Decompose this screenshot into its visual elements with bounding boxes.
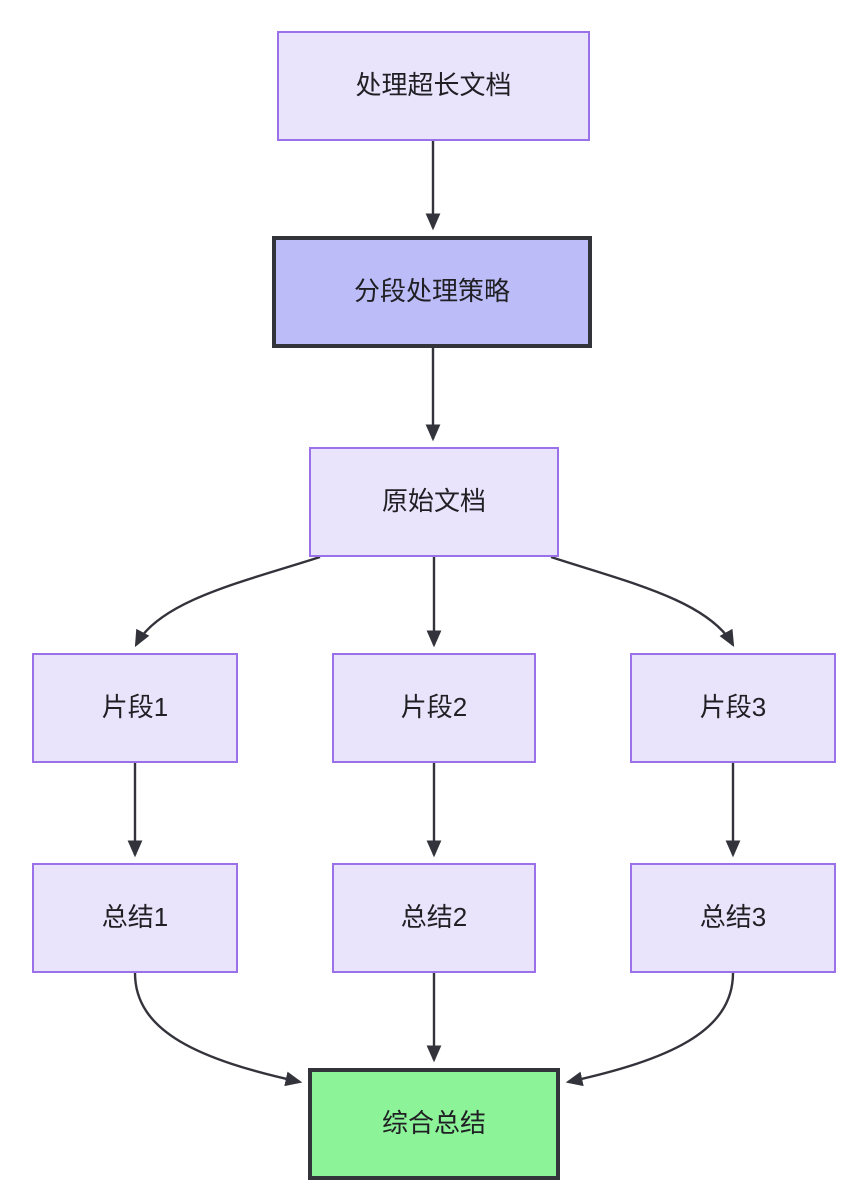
node-label: 片段3 [699, 692, 767, 723]
node-summary-3[interactable]: 总结3 [630, 863, 836, 973]
node-summary-2[interactable]: 总结2 [332, 863, 536, 973]
edge-doc-to-frag3 [550, 555, 735, 648]
node-original-document[interactable]: 原始文档 [309, 447, 559, 557]
node-label: 处理超长文档 [355, 70, 512, 101]
node-fragment-1[interactable]: 片段1 [32, 653, 238, 763]
node-label: 片段1 [101, 692, 169, 723]
node-label: 总结1 [101, 902, 169, 933]
node-label: 片段2 [400, 692, 468, 723]
node-label: 原始文档 [381, 486, 486, 517]
node-summary-1[interactable]: 总结1 [32, 863, 238, 973]
node-label: 分段处理策略 [353, 276, 510, 307]
node-fragment-2[interactable]: 片段2 [332, 653, 536, 763]
node-label: 总结2 [400, 902, 468, 933]
edge-sum1-to-final [133, 972, 303, 1087]
node-fragment-3[interactable]: 片段3 [630, 653, 836, 763]
node-chunking-strategy[interactable]: 分段处理策略 [272, 236, 592, 348]
node-process-long-document[interactable]: 处理超长文档 [277, 31, 590, 141]
edge-sum3-to-final [565, 972, 735, 1087]
edge-doc-to-frag1 [134, 555, 321, 648]
node-label: 综合总结 [381, 1108, 486, 1139]
node-comprehensive-summary[interactable]: 综合总结 [308, 1068, 560, 1180]
node-label: 总结3 [699, 902, 767, 933]
